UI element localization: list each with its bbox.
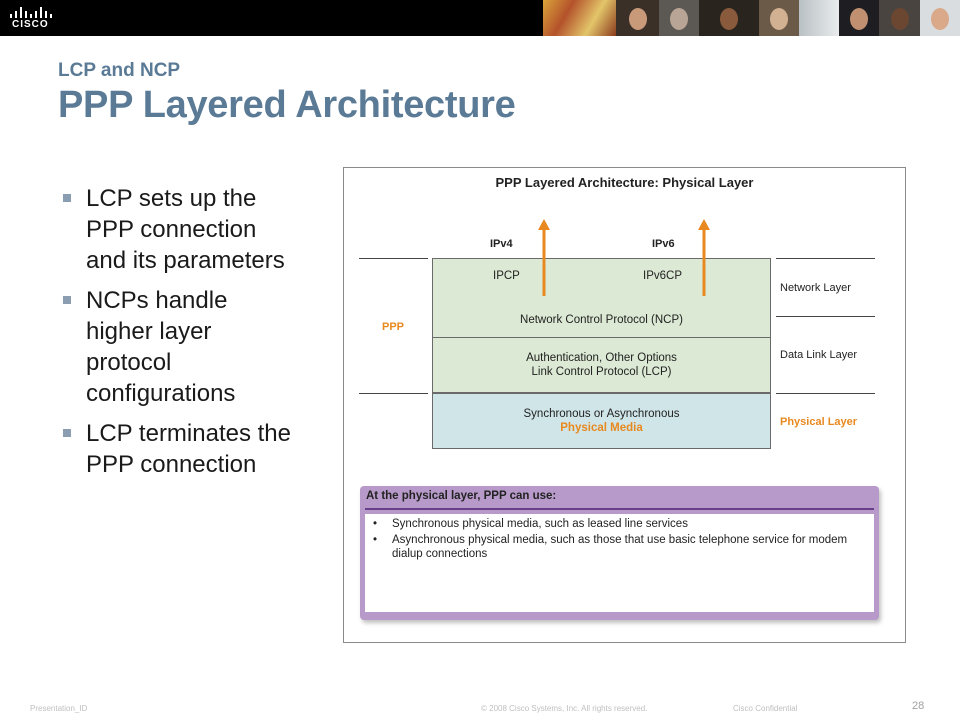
page-number: 28 (912, 700, 925, 712)
man-portrait (759, 0, 799, 36)
man-portrait (699, 0, 759, 36)
network-layer-label: Network Layer (780, 282, 851, 294)
woman-portrait (839, 0, 879, 36)
footer-confidential: Cisco Confidential (733, 704, 798, 713)
figure-title: PPP Layered Architecture: Physical Layer (495, 175, 754, 190)
physical-layer: Synchronous or Asynchronous Physical Med… (432, 393, 771, 449)
cisco-logo: CISCO (8, 6, 56, 32)
bullet-text: LCP terminates the PPP connection (86, 420, 291, 478)
info-body: • Synchronous physical media, such as le… (365, 514, 874, 612)
header-banner: CISCO (0, 0, 960, 36)
man-portrait (920, 0, 960, 36)
bullet-square-icon (63, 194, 71, 202)
ppp-top-rule (359, 258, 428, 259)
physical-layer-info-box: At the physical layer, PPP can use: • Sy… (360, 486, 879, 620)
photo-strip (543, 0, 960, 36)
footer-copyright: © 2008 Cisco Systems, Inc. All rights re… (481, 704, 648, 713)
info-item-text: Asynchronous physical media, such as tho… (392, 534, 848, 560)
man-portrait (659, 0, 699, 36)
bullet-square-icon (63, 429, 71, 437)
slide-title: PPP Layered Architecture (58, 84, 516, 126)
info-item: • Asynchronous physical media, such as t… (365, 533, 874, 561)
network-layer-bottom-rule (776, 316, 875, 317)
bullet-text: LCP sets up the PPP connection and its p… (86, 185, 285, 274)
lcp-layer: Authentication, Other Options Link Contr… (432, 337, 771, 393)
info-divider (365, 508, 874, 510)
ncp-layer: IPCP IPv6CP Network Control Protocol (NC… (432, 258, 771, 338)
lcp-options-label: Authentication, Other Options (526, 352, 677, 364)
ipv6-up-arrow-icon (698, 219, 710, 296)
ipv6cp-label: IPv6CP (643, 270, 682, 282)
ncp-label: Network Control Protocol (NCP) (520, 314, 683, 326)
bullet-list: LCP sets up the PPP connection and its p… (60, 183, 300, 489)
man-portrait (879, 0, 920, 36)
ppp-label: PPP (382, 321, 405, 333)
info-list: • Synchronous physical media, such as le… (365, 514, 874, 561)
architecture-figure: PPP Layered Architecture: Physical Layer… (343, 167, 906, 643)
physical-media-label: Physical Media (560, 422, 643, 434)
ipv4-up-arrow-icon (538, 219, 550, 296)
woman-portrait (616, 0, 659, 36)
lcp-label: Link Control Protocol (LCP) (531, 366, 672, 378)
info-heading: At the physical layer, PPP can use: (366, 490, 557, 502)
ppp-bottom-rule (359, 393, 428, 394)
protocol-label-ipv6: IPv6 (652, 238, 675, 250)
info-bullet-icon: • (373, 518, 378, 530)
bullet-text: NCPs handle higher layer protocol config… (86, 287, 236, 407)
bullet-item: NCPs handle higher layer protocol config… (60, 285, 300, 409)
footer-presentation-id: Presentation_ID (30, 704, 88, 713)
physical-layer-label: Physical Layer (780, 416, 858, 428)
network-layer-top-rule (776, 258, 875, 259)
whiteboard-photo (799, 0, 839, 36)
info-item: • Synchronous physical media, such as le… (365, 517, 874, 531)
data-link-layer-label: Data Link Layer (780, 349, 858, 361)
bullet-square-icon (63, 296, 71, 304)
cisco-logo-text: CISCO (12, 19, 49, 30)
ipcp-label: IPCP (493, 270, 520, 282)
bullet-item: LCP terminates the PPP connection (60, 418, 300, 480)
info-bullet-icon: • (373, 534, 378, 546)
info-item-text: Synchronous physical media, such as leas… (392, 518, 688, 530)
data-link-layer-bottom-rule (776, 393, 875, 394)
bullet-item: LCP sets up the PPP connection and its p… (60, 183, 300, 276)
protocol-label-ipv4: IPv4 (490, 238, 513, 250)
slide-subtitle: LCP and NCP (58, 60, 181, 81)
physical-sync-async-label: Synchronous or Asynchronous (523, 408, 680, 420)
cisco-logo-bars-icon (8, 6, 56, 18)
photo-collage (543, 0, 616, 36)
